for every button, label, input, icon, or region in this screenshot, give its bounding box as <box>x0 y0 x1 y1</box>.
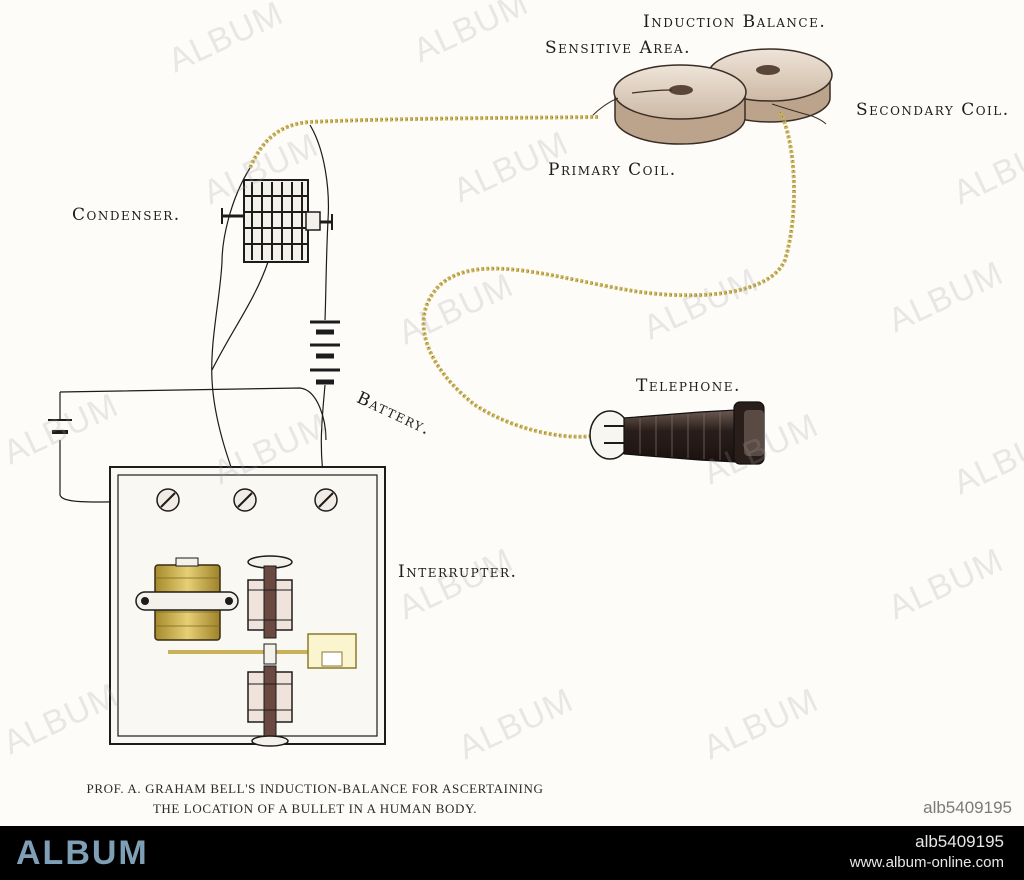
secondary-coil-center <box>756 65 780 75</box>
chain-cords <box>248 111 797 439</box>
telephone <box>589 401 765 465</box>
label-interrupter: Interrupter. <box>398 562 518 582</box>
terminal-screws <box>156 488 338 512</box>
label-induction-balance: Induction Balance. <box>643 12 827 32</box>
footer-bar: ALBUM alb5409195 www.album-online.com <box>0 826 1024 880</box>
label-sensitive-area: Sensitive Area. <box>545 38 692 58</box>
diagram-canvas: ALBUM ALBUM ALBUM ALBUM ALBUM ALBUM ALBU… <box>0 0 1024 817</box>
footer-url-link[interactable]: www.album-online.com <box>849 854 1004 871</box>
electromagnet-coil <box>135 557 239 641</box>
diagram-svg <box>48 48 833 747</box>
label-telephone: Telephone. <box>636 376 741 396</box>
contact-spool-lower <box>247 665 293 747</box>
battery <box>310 320 340 385</box>
caption-line-2: THE LOCATION OF A BULLET IN A HUMAN BODY… <box>152 801 478 816</box>
label-condenser: Condenser. <box>72 205 181 225</box>
sensitive-area-marker <box>669 85 693 95</box>
induction-balance <box>591 48 833 145</box>
interrupter-box <box>109 466 386 747</box>
label-primary-coil: Primary Coil. <box>548 160 677 180</box>
condenser <box>221 179 333 263</box>
vibrating-armature <box>168 633 357 669</box>
caption-line-1: PROF. A. GRAHAM BELL'S INDUCTION-BALANCE… <box>86 781 544 796</box>
footer-image-id: alb5409195 <box>915 832 1004 851</box>
contact-spool-upper <box>247 555 293 639</box>
image-id-watermark: alb5409195 <box>923 798 1012 817</box>
brand-logo[interactable]: ALBUM <box>16 834 149 872</box>
label-secondary-coil: Secondary Coil. <box>856 100 1010 120</box>
